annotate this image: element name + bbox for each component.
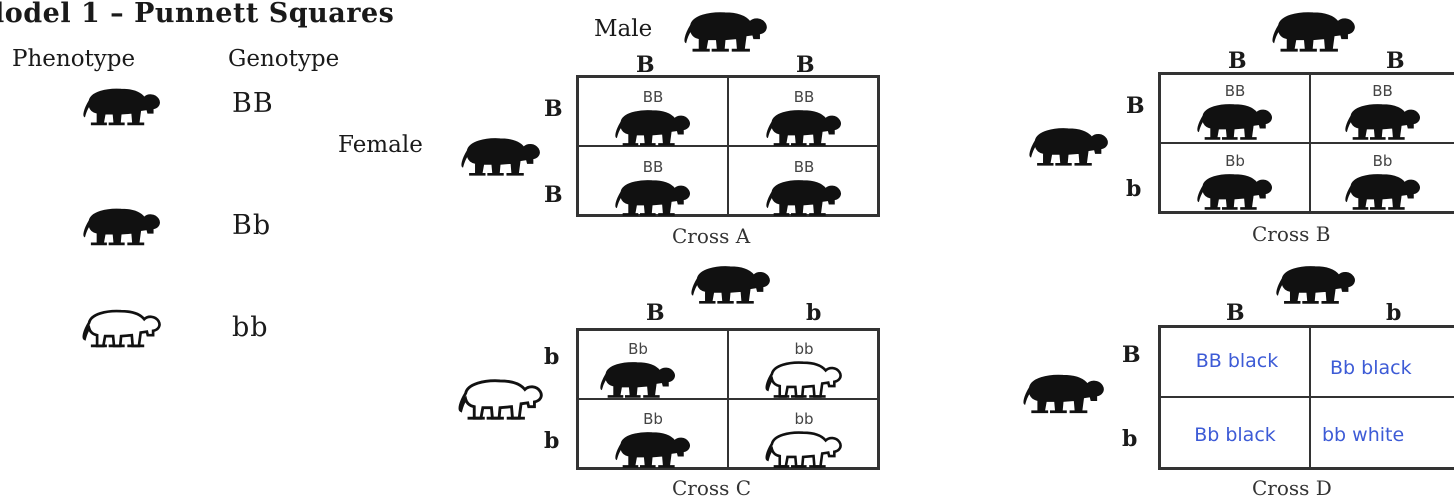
cross-caption: Cross D — [1252, 476, 1332, 500]
punnett-cell: BB — [1160, 82, 1310, 142]
offspring-animal-icon — [1196, 172, 1274, 212]
legend-genotype-bb-dominant: BB — [232, 88, 274, 119]
punnett-cell: BB — [578, 88, 728, 148]
offspring-genotype: BB — [578, 158, 728, 176]
offspring-genotype: Bb — [1311, 152, 1454, 170]
legend-animal-icon — [82, 308, 162, 350]
offspring-animal-icon — [614, 178, 692, 218]
offspring-animal-icon — [614, 108, 692, 148]
punnett-cell: bb — [729, 340, 879, 400]
cross-caption: Cross A — [672, 224, 750, 248]
offspring-genotype: BB — [729, 88, 879, 106]
offspring-genotype: BB — [578, 88, 728, 106]
male-allele: b — [806, 300, 821, 326]
offspring-answer: bb white — [1314, 424, 1454, 446]
offspring-genotype: Bb — [578, 340, 698, 358]
offspring-animal-icon — [765, 108, 843, 148]
punnett-cell: BB black — [1164, 350, 1310, 372]
offspring-genotype: bb — [729, 410, 879, 428]
punnett-cell: BB — [729, 88, 879, 148]
offspring-animal-icon — [765, 360, 843, 400]
female-allele: b — [544, 428, 559, 454]
punnett-cell: bb — [729, 410, 879, 470]
offspring-animal-icon — [1344, 102, 1422, 142]
offspring-answer: Bb black — [1160, 424, 1310, 446]
male-allele: B — [646, 300, 665, 326]
punnett-cell: Bb black — [1160, 424, 1310, 446]
female-animal-icon — [1028, 126, 1110, 168]
punnett-cell: Bb black — [1314, 357, 1454, 379]
punnett-square-d — [1158, 325, 1454, 471]
offspring-answer: Bb black — [1314, 357, 1454, 379]
male-animal-icon — [690, 264, 772, 306]
male-animal-icon — [1270, 10, 1358, 54]
female-allele: B — [544, 96, 563, 122]
offspring-animal-icon — [599, 360, 677, 400]
male-allele: B — [1226, 300, 1245, 326]
female-allele: b — [1126, 176, 1141, 202]
legend-genotype-heterozygous: Bb — [232, 210, 271, 241]
female-allele: B — [1122, 342, 1141, 368]
offspring-animal-icon — [1344, 172, 1422, 212]
female-allele: b — [1122, 426, 1137, 452]
punnett-cell: Bb — [1160, 152, 1310, 212]
offspring-genotype: bb — [729, 340, 879, 358]
offspring-answer: BB black — [1164, 350, 1310, 372]
genotype-header: Genotype — [228, 46, 339, 72]
offspring-genotype: BB — [729, 158, 879, 176]
male-allele: B — [1386, 48, 1405, 74]
offspring-animal-icon — [614, 430, 692, 470]
female-allele: b — [544, 344, 559, 370]
cross-caption: Cross B — [1252, 222, 1331, 246]
punnett-cell: Bb — [1311, 152, 1454, 212]
female-animal-icon — [1022, 372, 1106, 416]
page-title: lodel 1 – Punnett Squares — [0, 0, 394, 29]
punnett-cell: BB — [1311, 82, 1454, 142]
punnett-cell: Bb — [578, 410, 728, 470]
offspring-genotype: Bb — [1160, 152, 1310, 170]
punnett-cell: Bb — [578, 340, 698, 400]
male-animal-icon — [682, 10, 770, 54]
punnett-cell: BB — [578, 158, 728, 218]
male-label: Male — [594, 16, 652, 42]
offspring-animal-icon — [1196, 102, 1274, 142]
female-label: Female — [338, 132, 423, 158]
female-allele: B — [1126, 93, 1145, 119]
male-animal-icon — [1274, 264, 1358, 306]
male-allele: B — [1228, 48, 1247, 74]
cross-caption: Cross C — [672, 476, 751, 500]
legend-animal-icon — [82, 86, 162, 128]
offspring-animal-icon — [765, 430, 843, 470]
offspring-animal-icon — [765, 178, 843, 218]
female-allele: B — [544, 182, 563, 208]
legend-animal-icon — [82, 206, 162, 248]
male-allele: b — [1386, 300, 1401, 326]
phenotype-header: Phenotype — [12, 46, 135, 72]
offspring-genotype: BB — [1311, 82, 1454, 100]
offspring-genotype: BB — [1160, 82, 1310, 100]
legend-genotype-recessive: bb — [232, 312, 269, 343]
punnett-cell: BB — [729, 158, 879, 218]
punnett-cell: bb white — [1314, 424, 1454, 446]
female-animal-icon — [460, 136, 542, 178]
offspring-genotype: Bb — [578, 410, 728, 428]
female-animal-icon — [458, 378, 544, 422]
